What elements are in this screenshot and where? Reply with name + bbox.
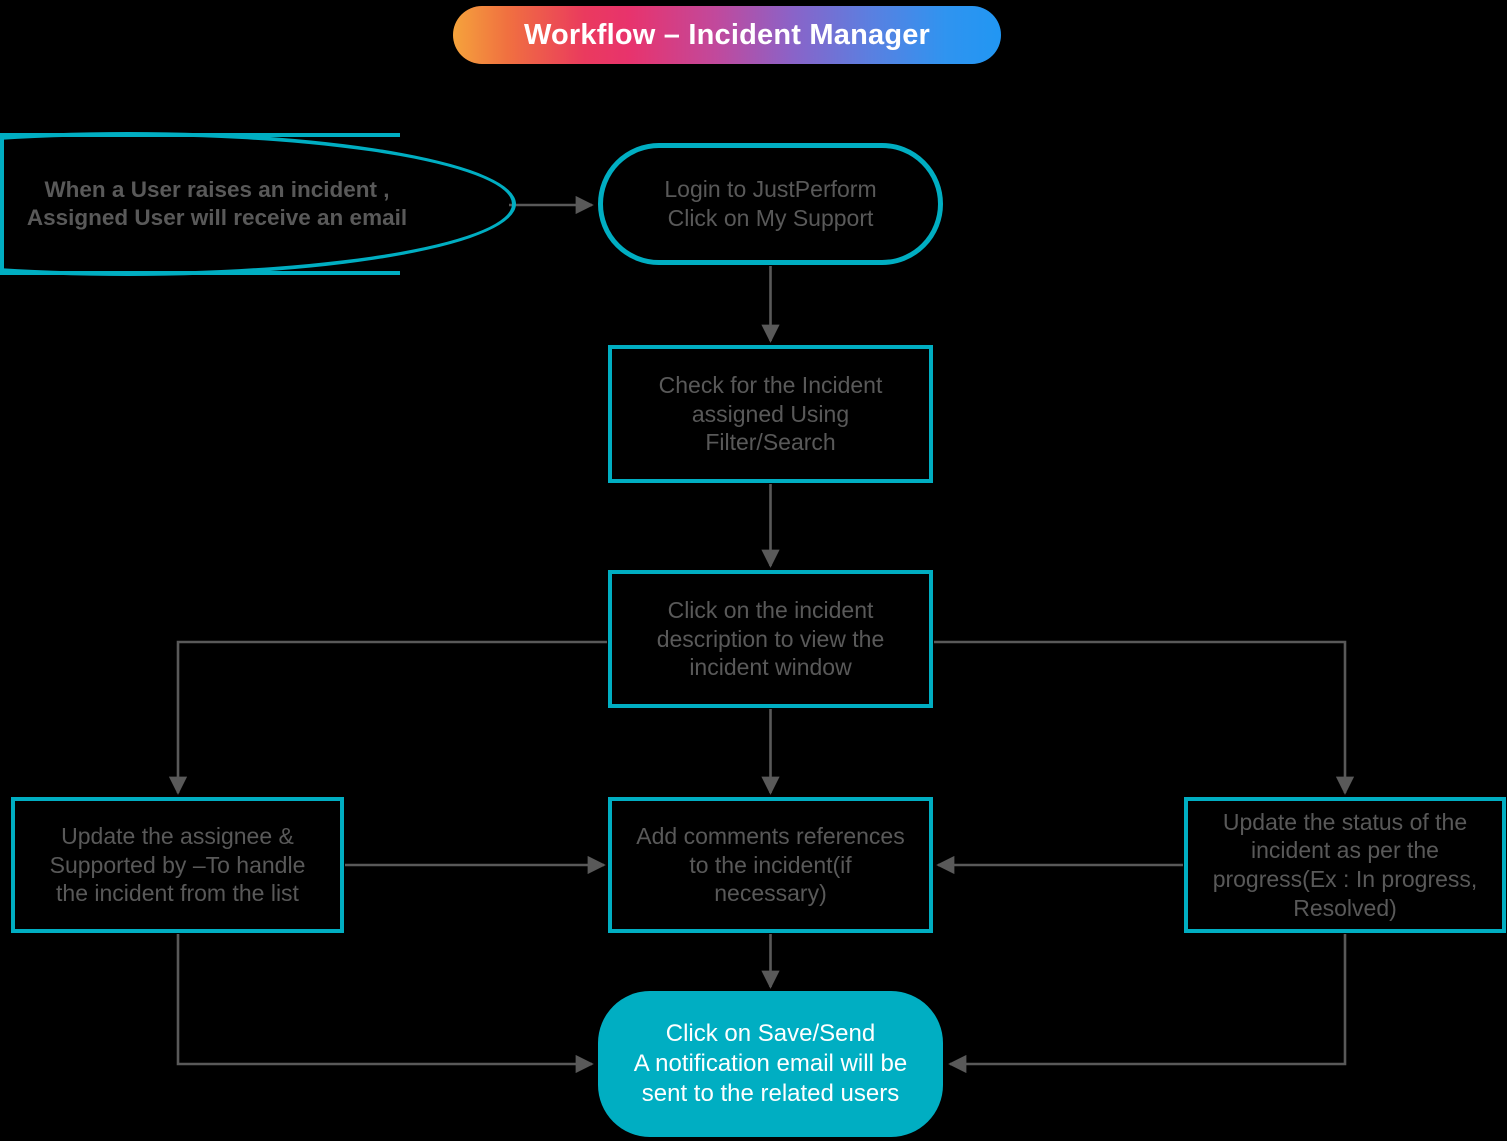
node-assignee-line1: Update the assignee &: [61, 823, 294, 850]
node-trigger-line2: Assigned User will receive an email: [26, 205, 408, 230]
node-clickdesc-line1: Click on the incident: [667, 597, 874, 624]
node-trigger-text: When a User raises an incident , Assigne…: [0, 176, 516, 232]
node-trigger-line1: When a User raises an incident ,: [44, 177, 390, 203]
page-title: Workflow – Incident Manager: [523, 18, 931, 51]
node-status-line3: progress(Ex : In progress,: [1212, 866, 1478, 892]
node-check-incident[interactable]: Check for the Incident assigned Using Fi…: [608, 345, 933, 483]
node-check-line2: assigned Using: [691, 400, 850, 427]
node-status-line4: Resolved): [1293, 894, 1397, 921]
node-status-line1: Update the status of the: [1222, 808, 1468, 835]
node-assignee-line3: the incident from the list: [56, 880, 299, 907]
node-assignee-text: Update the assignee & Supported by –To h…: [15, 822, 340, 908]
node-status-text: Update the status of the incident as per…: [1188, 808, 1502, 922]
node-save-line3: sent to the related users: [641, 1079, 900, 1107]
node-update-assignee[interactable]: Update the assignee & Supported by –To h…: [11, 797, 344, 933]
node-trigger[interactable]: When a User raises an incident , Assigne…: [0, 132, 516, 276]
node-save-line1: Click on Save/Send: [665, 1020, 876, 1048]
edge-assignee-to-save: [176, 934, 594, 1074]
node-login-line2: Click on My Support: [667, 205, 874, 231]
node-clickdesc-line2: description to view the: [656, 625, 885, 652]
edge-status-to-save: [948, 934, 1347, 1074]
node-update-status[interactable]: Update the status of the incident as per…: [1184, 797, 1506, 933]
node-clickdesc-line3: incident window: [689, 654, 852, 681]
node-save-line2: A notification email will be: [633, 1050, 908, 1078]
node-check-line1: Check for the Incident: [658, 372, 883, 399]
node-comments-text: Add comments references to the incident(…: [612, 822, 929, 908]
node-save-send[interactable]: Click on Save/Send A notification email …: [598, 991, 943, 1137]
node-check-line3: Filter/Search: [705, 429, 836, 456]
edge-clickdesc-to-status: [934, 640, 1355, 795]
node-login[interactable]: Login to JustPerform Click on My Support: [598, 143, 943, 265]
edge-clickdesc-to-assignee: [168, 640, 607, 795]
node-add-comments[interactable]: Add comments references to the incident(…: [608, 797, 933, 933]
node-login-text: Login to JustPerform Click on My Support: [603, 175, 938, 232]
node-login-line1: Login to JustPerform: [664, 176, 877, 203]
node-comments-line1: Add comments references: [636, 823, 905, 850]
node-comments-line2: to the incident(if: [689, 851, 852, 878]
node-comments-line3: necessary): [714, 880, 827, 907]
node-status-line2: incident as per the: [1251, 837, 1439, 864]
node-save-text: Click on Save/Send A notification email …: [598, 1019, 943, 1108]
node-assignee-line2: Supported by –To handle: [49, 851, 306, 878]
node-clickdesc-text: Click on the incident description to vie…: [612, 596, 929, 682]
node-check-text: Check for the Incident assigned Using Fi…: [612, 371, 929, 457]
node-click-description[interactable]: Click on the incident description to vie…: [608, 570, 933, 708]
title-banner: Workflow – Incident Manager: [453, 6, 1001, 64]
